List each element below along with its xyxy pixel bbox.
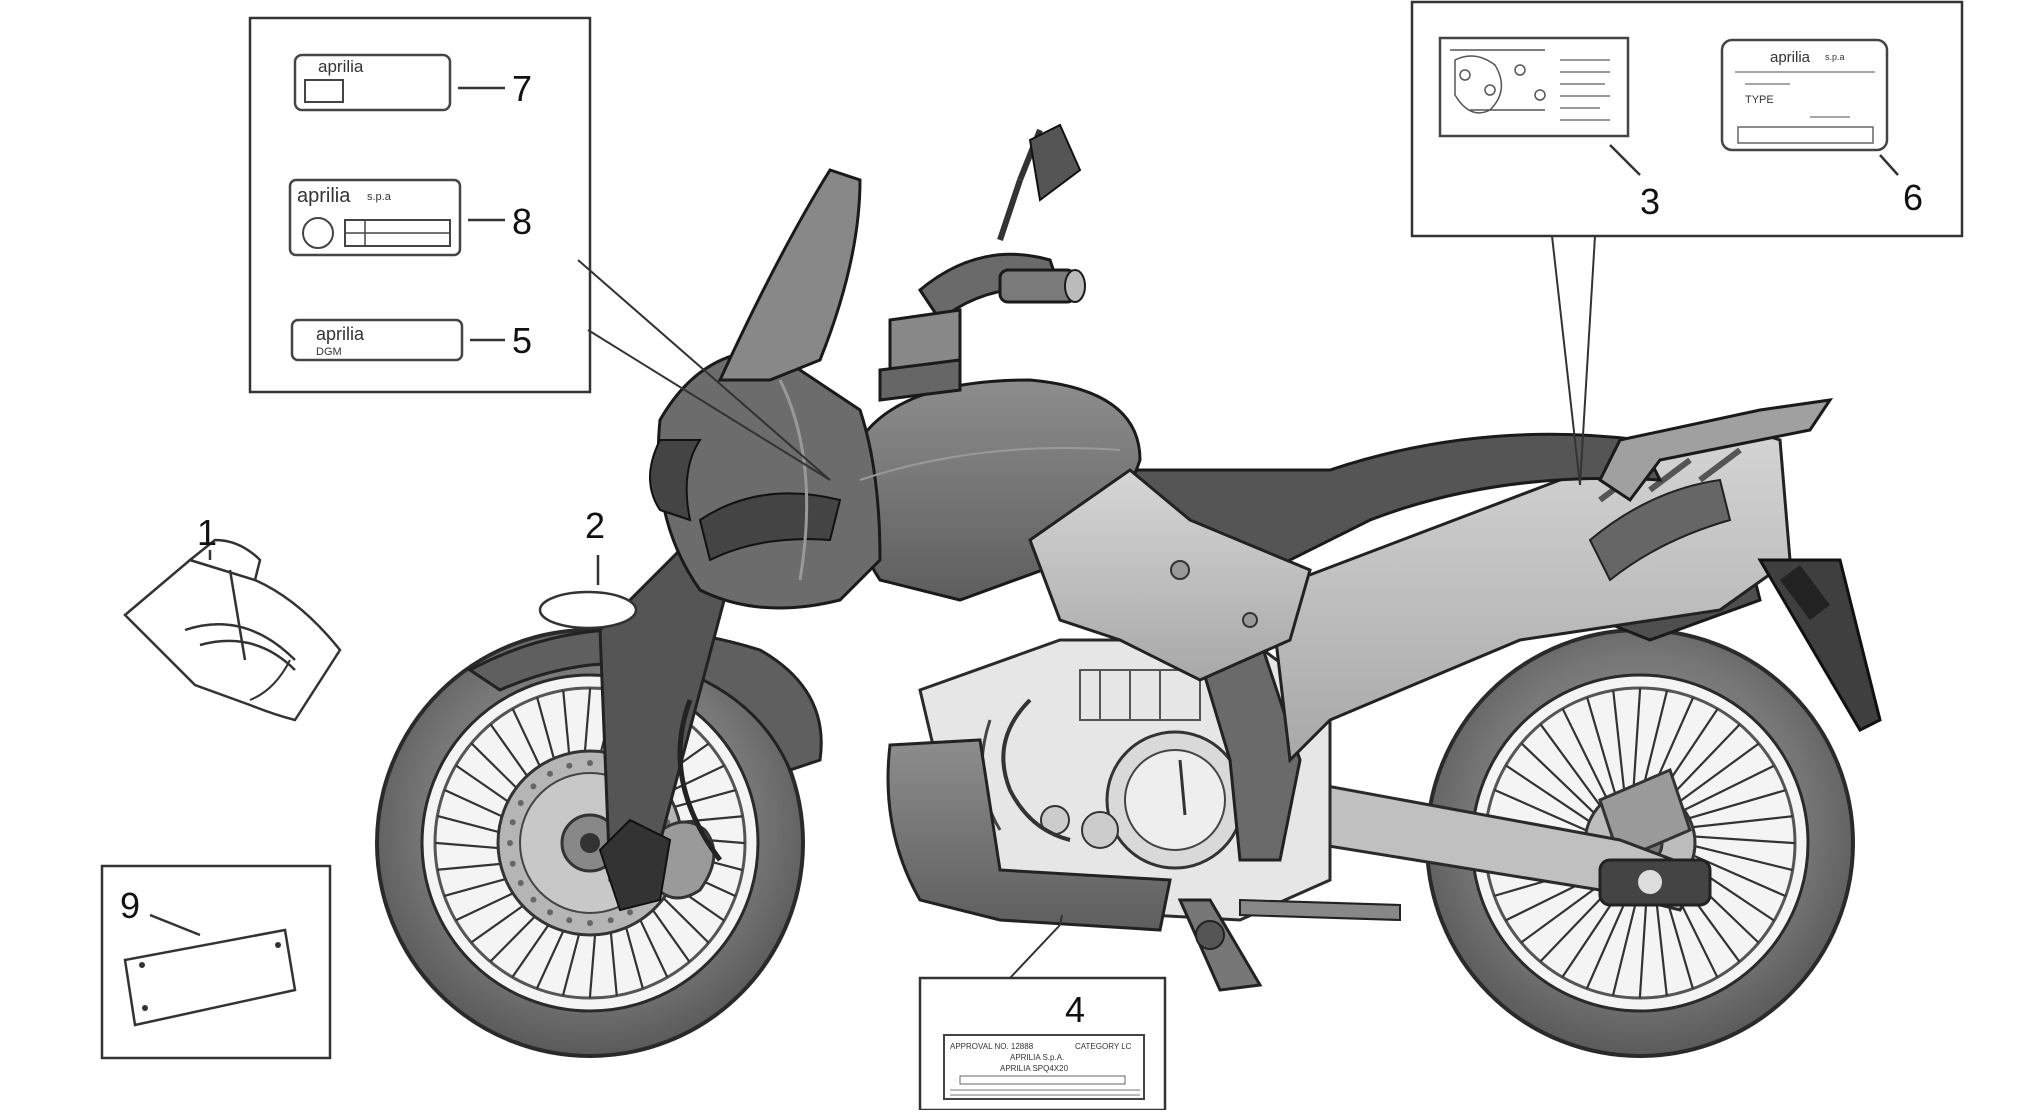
decal-5-brand: aprilia	[316, 324, 365, 344]
rear-mudflap	[1757, 558, 1882, 732]
decal-box-left-top: aprilia 7 aprilia s.p.a 8 aprilia DGM 5	[248, 16, 831, 481]
belly-pan	[886, 738, 1172, 932]
decal-box-4: 4 APPROVAL NO. 12888 CATEGORY LC APRILIA…	[918, 914, 1167, 1112]
disc-hole	[530, 783, 537, 790]
disc-hole	[509, 860, 516, 867]
motorcycle-illustration	[375, 123, 1882, 1058]
decal-7[interactable]: aprilia	[293, 53, 452, 112]
decal-8-brand: aprilia	[297, 185, 351, 207]
callout-5: 5	[512, 320, 532, 361]
decal-box-right-top: 3 aprilia s.p.a TYPE 6	[1410, 0, 1964, 486]
disc-hole	[587, 920, 593, 926]
grab-rail	[1598, 398, 1834, 503]
callout-7: 7	[512, 68, 532, 109]
item-9-plate[interactable]	[123, 928, 297, 1027]
decal-8[interactable]: aprilia s.p.a	[288, 178, 462, 257]
callout-8: 8	[512, 201, 532, 242]
decal-7-brand: aprilia	[318, 57, 364, 76]
decal-8-suffix: s.p.a	[367, 191, 392, 203]
item-1-toolkit-bag[interactable]	[123, 538, 342, 722]
item-4-approval-label[interactable]: APPROVAL NO. 12888 CATEGORY LC APRILIA S…	[943, 1034, 1145, 1100]
disc-hole	[517, 880, 524, 886]
windscreen	[717, 168, 862, 382]
item-2-round-sticker[interactable]	[538, 590, 638, 630]
callout-9: 9	[120, 885, 140, 926]
disc-hole	[509, 819, 516, 826]
decal-6[interactable]: aprilia s.p.a TYPE	[1720, 38, 1889, 152]
callout-1: 1	[197, 512, 217, 553]
disc-hole	[627, 909, 633, 916]
disc-hole	[507, 840, 513, 846]
decal-6-brand: aprilia	[1770, 49, 1811, 66]
disc-hole	[547, 909, 553, 916]
disc-hole	[530, 896, 537, 903]
callout-3: 3	[1640, 181, 1660, 222]
disc-hole	[566, 917, 573, 924]
decal-4-line4: APRILIA SPQ4X20	[1000, 1064, 1069, 1073]
decal-6-type: TYPE	[1745, 94, 1774, 106]
callout-2: 2	[585, 505, 605, 546]
callout-4: 4	[1065, 989, 1085, 1030]
mirror	[997, 123, 1082, 241]
decal-5[interactable]: aprilia DGM	[290, 318, 464, 362]
disc-hole	[547, 770, 553, 777]
disc-hole	[587, 760, 593, 766]
decal-4-line3: APRILIA S.p.A.	[1010, 1053, 1064, 1062]
decal-4-line2: CATEGORY LC	[1075, 1042, 1132, 1051]
front-fairing	[656, 348, 882, 610]
decal-6-suffix: s.p.a	[1825, 52, 1845, 62]
disc-hole	[607, 917, 614, 924]
decal-4-line1: APPROVAL NO. 12888	[950, 1042, 1034, 1051]
decal-box-9: 9	[100, 864, 332, 1060]
disc-hole	[517, 800, 524, 806]
callout-6: 6	[1903, 177, 1923, 218]
decal-5-sub: DGM	[316, 346, 342, 358]
handlebar	[878, 252, 1086, 402]
side-panel	[1028, 468, 1312, 682]
disc-hole	[566, 762, 573, 769]
decal-3[interactable]	[1438, 36, 1630, 138]
